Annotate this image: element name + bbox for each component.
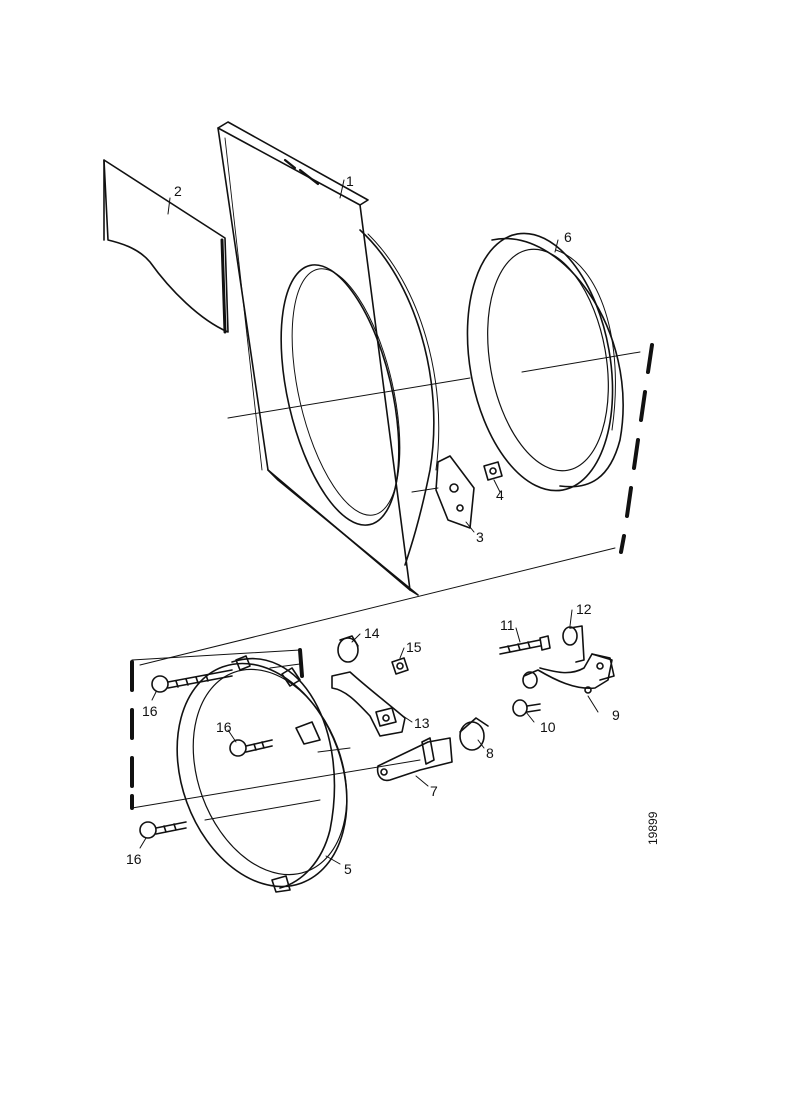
part-14-knob (337, 635, 359, 663)
part-13-hinge-plate (331, 671, 406, 737)
part-9-hinge-bracket (522, 653, 615, 694)
label-part-5: 5 (344, 861, 352, 877)
drawing-code: 19899 (646, 811, 660, 845)
label-part-15: 15 (406, 639, 422, 655)
assembly-axis-lines (139, 351, 641, 821)
label-part-8: 8 (486, 745, 494, 761)
part-labels: 1 2 3 4 5 6 7 8 9 10 11 12 13 14 15 16 1… (126, 173, 620, 877)
label-part-7: 7 (430, 783, 438, 799)
part-12-spring-clip (562, 625, 585, 663)
label-part-14: 14 (364, 625, 380, 641)
label-part-2: 2 (174, 183, 182, 199)
part-2-side-panel (103, 159, 229, 334)
part-7-hinge-arm (376, 737, 453, 782)
part-16-screw-middle (229, 739, 273, 757)
part-11-screw (499, 635, 551, 655)
part-16-screw-upper (151, 669, 233, 693)
label-part-16-upper: 16 (142, 703, 158, 719)
part-6-tub-ring (466, 232, 624, 492)
part-3-bracket (435, 455, 475, 529)
part-15-nut (391, 657, 409, 675)
label-part-10: 10 (540, 719, 556, 735)
part-10-screw (512, 699, 541, 717)
dashed-assembly-frame (130, 343, 654, 810)
part-8-cap (459, 717, 489, 751)
label-part-16-middle: 16 (216, 719, 232, 735)
leader-lines (139, 179, 599, 865)
label-part-9: 9 (612, 707, 620, 723)
label-part-13: 13 (414, 715, 430, 731)
label-part-16-lower: 16 (126, 851, 142, 867)
part-4-nut (483, 461, 503, 481)
part-16-screw-lower (139, 821, 187, 839)
label-part-12: 12 (576, 601, 592, 617)
label-part-1: 1 (346, 173, 354, 189)
label-part-4: 4 (496, 487, 504, 503)
label-part-6: 6 (564, 229, 572, 245)
part-5-front-ring (176, 655, 348, 893)
label-part-3: 3 (476, 529, 484, 545)
label-part-11: 11 (500, 617, 515, 633)
part-1-front-panel (217, 121, 440, 596)
